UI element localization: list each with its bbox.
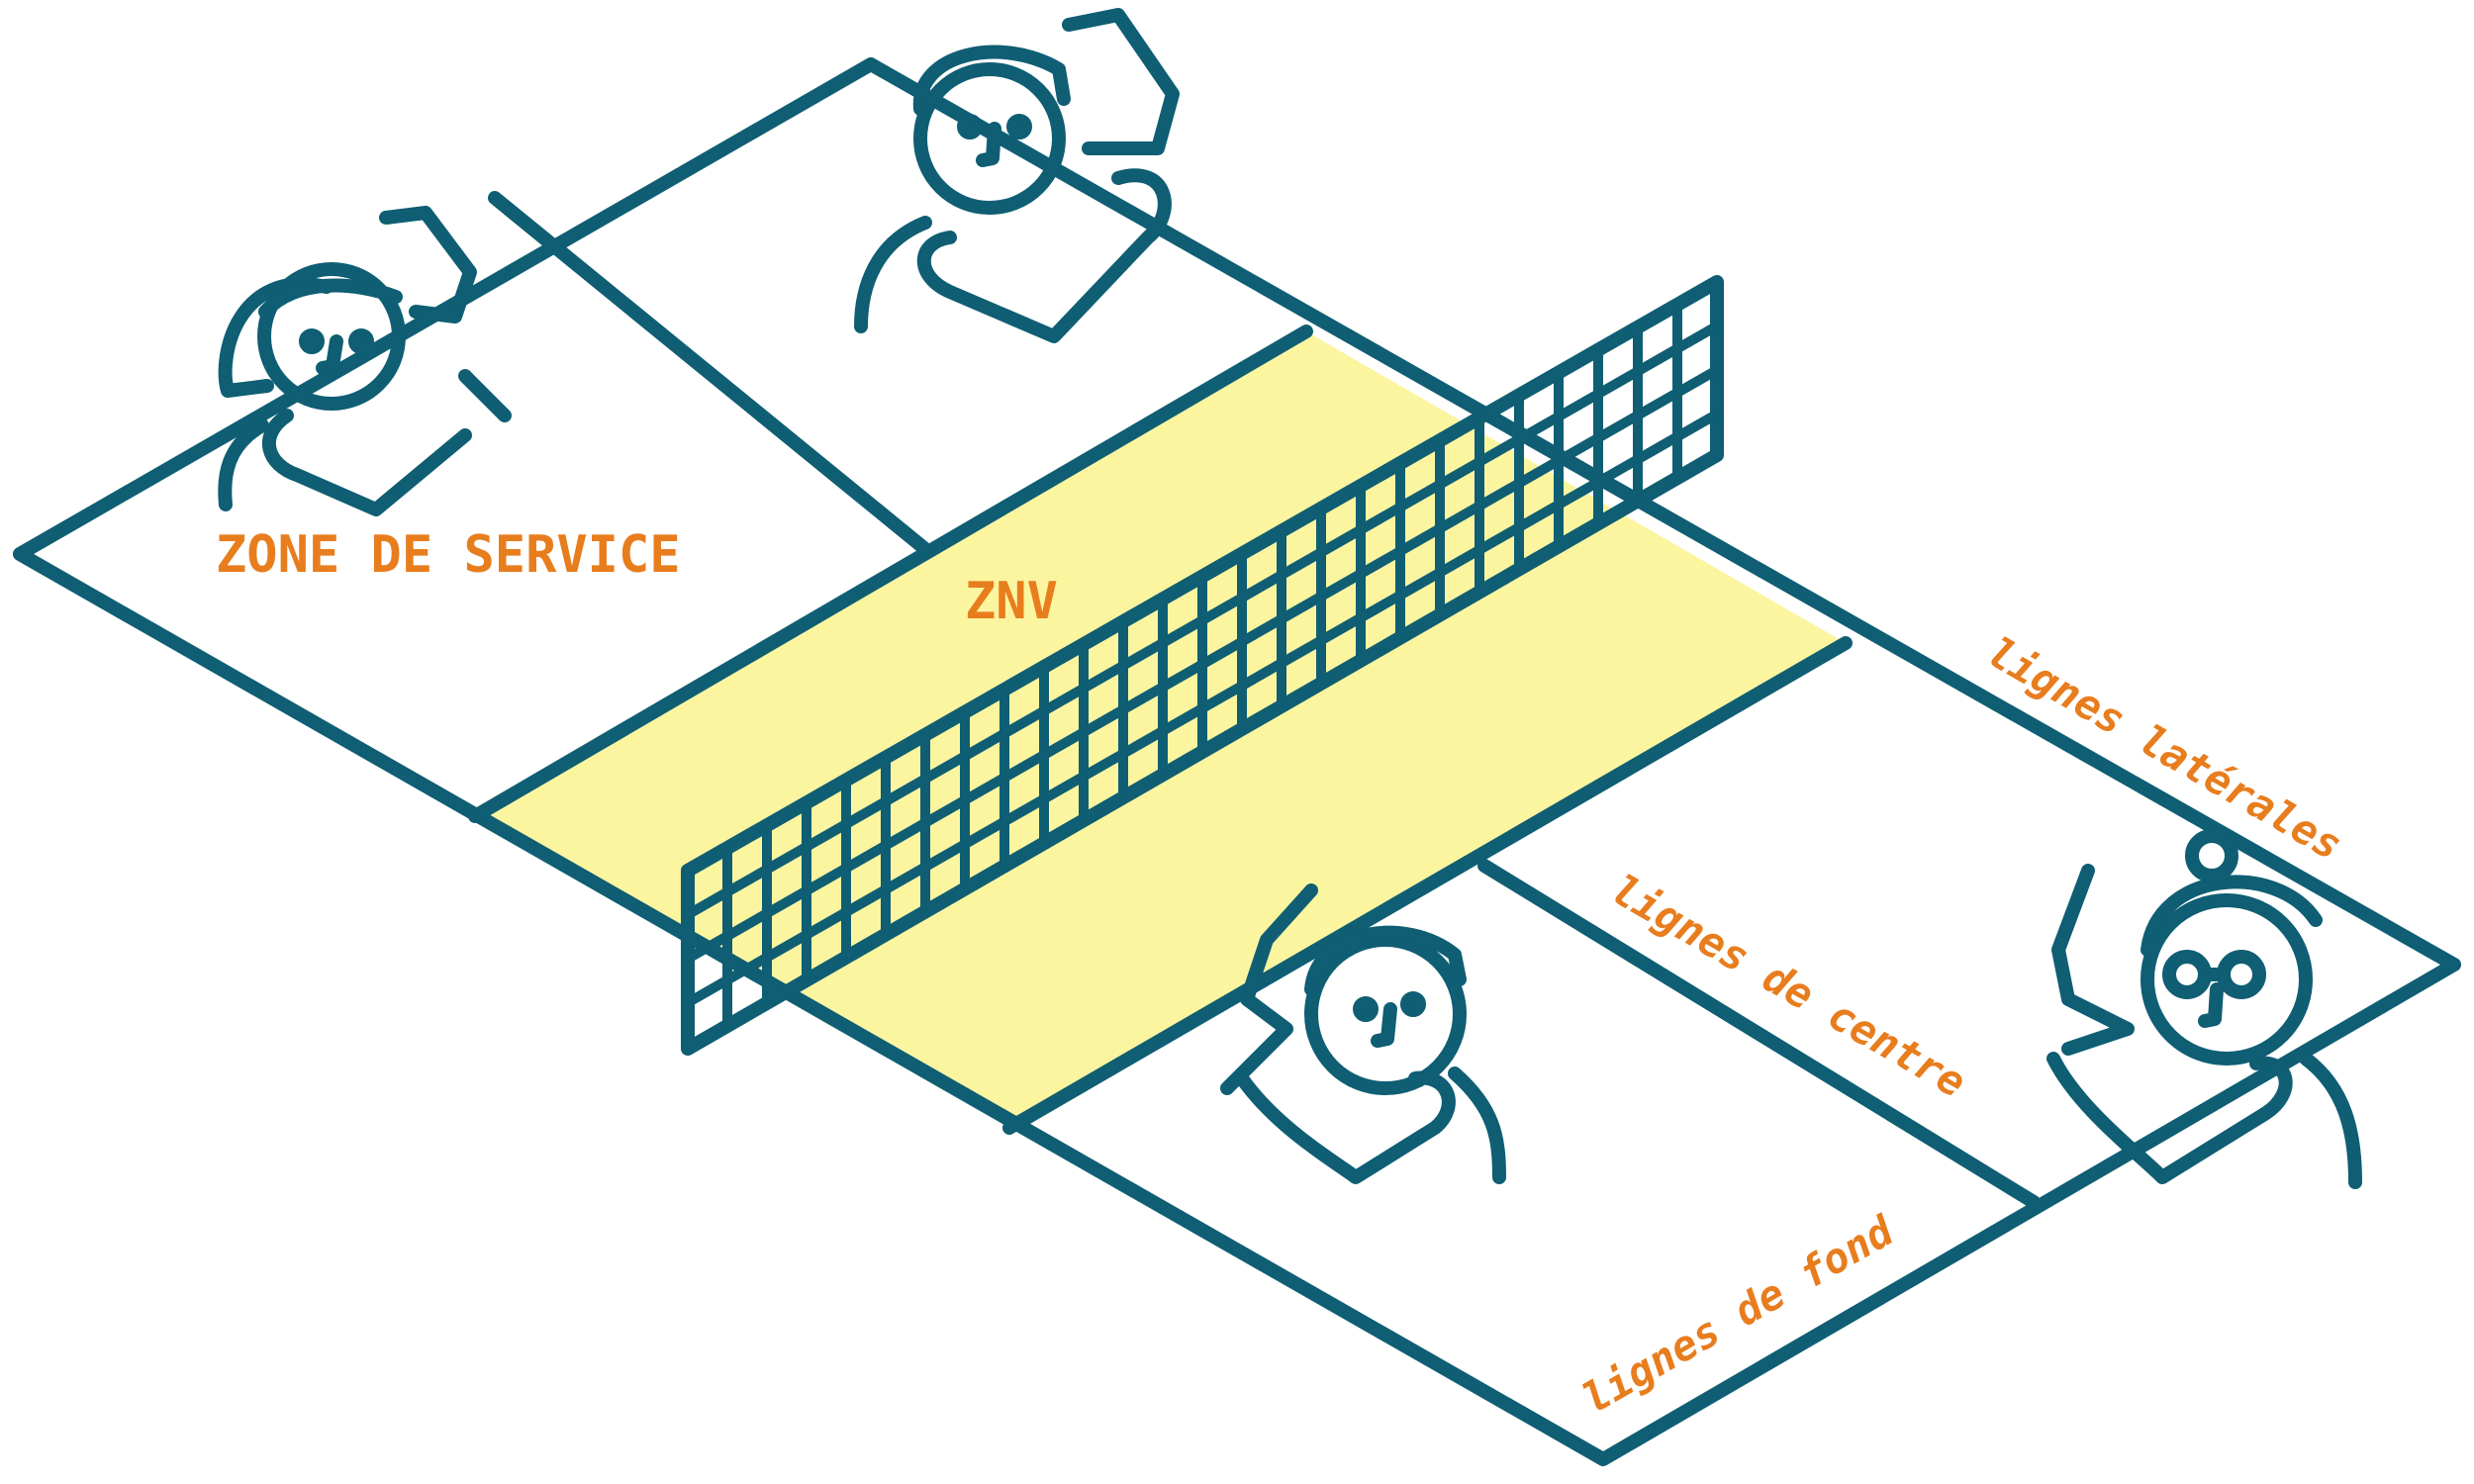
center-line-near (1477, 859, 2041, 1209)
center-line-far (488, 191, 932, 556)
player-woman-top-left (218, 206, 512, 516)
center-lines-label: lignes de centre (1603, 865, 1974, 1107)
kitchen-line-near (1002, 636, 1853, 1135)
net-horizontal-strand (685, 365, 1720, 964)
court (13, 57, 2461, 1466)
kitchen-line-far (468, 325, 1313, 823)
net-horizontal-strand (685, 322, 1720, 919)
serve-zone-label: ZONE DE SERVICE (216, 525, 681, 585)
net-mesh (685, 304, 1720, 1025)
nvz-label: ZNV (965, 572, 1058, 631)
player-man-top-right (854, 8, 1180, 343)
net-horizontal-strand (685, 410, 1720, 1007)
player-man-bottom-center (1220, 883, 1506, 1184)
grid-net-icon (681, 275, 1724, 1056)
net-frame (681, 275, 1724, 1056)
player-woman-bottom-right (2046, 829, 2362, 1189)
side-lines-label: lignes latérales (1979, 627, 2350, 870)
